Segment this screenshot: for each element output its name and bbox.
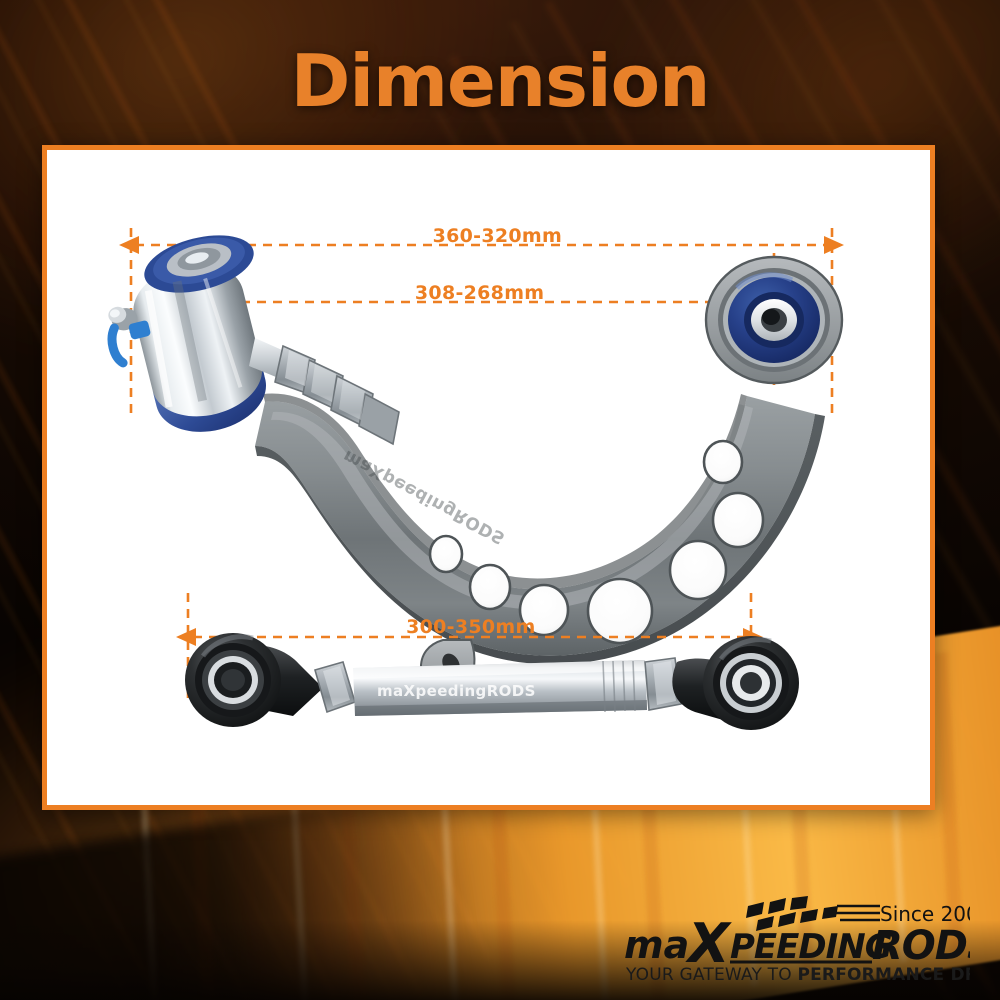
toe-arm-left-rod-end — [185, 633, 323, 727]
grease-fitting — [107, 306, 151, 368]
dimension-label-outer-length: 360-320mm — [432, 225, 563, 247]
right-rod-end-specular — [718, 637, 772, 661]
arrow-right-outer — [824, 236, 844, 254]
checker-flag-icon — [746, 896, 838, 931]
arm-lightening-holes — [428, 439, 765, 645]
brand-prefix: ma — [624, 923, 689, 967]
toe-arm-tube-shadow — [355, 700, 647, 716]
jam-nut-4 — [358, 392, 400, 446]
speed-lines-icon — [833, 904, 880, 922]
brand-mid: PEEDING — [730, 927, 892, 967]
rear-camber-control-arm-illustration: maXpeedingRODS — [107, 235, 844, 708]
bearing-specular-2 — [203, 277, 243, 388]
bearing-stud-and-nuts — [249, 338, 400, 446]
bushing-bore-shadow — [762, 309, 780, 325]
arm-right-bushing-eye — [704, 255, 844, 385]
dimension-label-overall-length: 300-350mm — [406, 616, 536, 638]
toe-arm-right-rod-end — [672, 636, 799, 730]
toe-arm-tube-grooves — [602, 660, 636, 713]
left-rod-end-bore — [221, 669, 245, 691]
brand-x: X — [685, 912, 732, 975]
arrow-left-lower — [176, 628, 196, 646]
brand-suffix: RODS — [872, 923, 970, 969]
bearing-bottom-cap — [152, 363, 267, 432]
left-rod-end-specular — [200, 634, 254, 658]
brand-logo-svg: Since 2006 ma X PEEDING RODS YOUR GATEWA… — [624, 896, 970, 982]
product-illustration-canvas: maXpeedingRODS — [47, 150, 930, 805]
arm-body — [255, 396, 815, 656]
adjustable-toe-arm-illustration: maXpeedingRODS — [185, 633, 799, 730]
toe-arm-tube-highlight — [353, 660, 645, 679]
brand-tagline: YOUR GATEWAY TO PERFORMANCE DRIVING — [625, 965, 970, 982]
arrow-left-outer — [119, 236, 139, 254]
brand-logo: Since 2006 ma X PEEDING RODS YOUR GATEWA… — [622, 896, 970, 982]
since-text: Since 2006 — [880, 902, 970, 926]
brand-wordmark: ma X PEEDING RODS — [624, 912, 970, 975]
bearing-ball-highlight — [185, 252, 209, 264]
arm-highlight-rib — [271, 404, 753, 610]
product-illustration-svg: maXpeedingRODS — [107, 228, 844, 730]
product-dimension-card: maXpeedingRODS — [42, 145, 935, 810]
page-title: Dimension — [290, 39, 711, 123]
arm-outer-edge — [255, 414, 825, 665]
toe-arm-brand-text: maXpeedingRODS — [377, 682, 536, 700]
background-bottom-edge — [0, 920, 1000, 1000]
arm-left-spherical-bearing — [107, 235, 400, 446]
bearing-shade — [172, 280, 208, 402]
right-rod-end-bore — [740, 672, 762, 694]
bushing-specular — [735, 272, 794, 290]
svg-text:maXpeedingRODS: maXpeedingRODS — [377, 682, 536, 700]
bearing-specular-1 — [144, 290, 173, 408]
dimension-label-center-length: 308-268mm — [414, 282, 545, 304]
